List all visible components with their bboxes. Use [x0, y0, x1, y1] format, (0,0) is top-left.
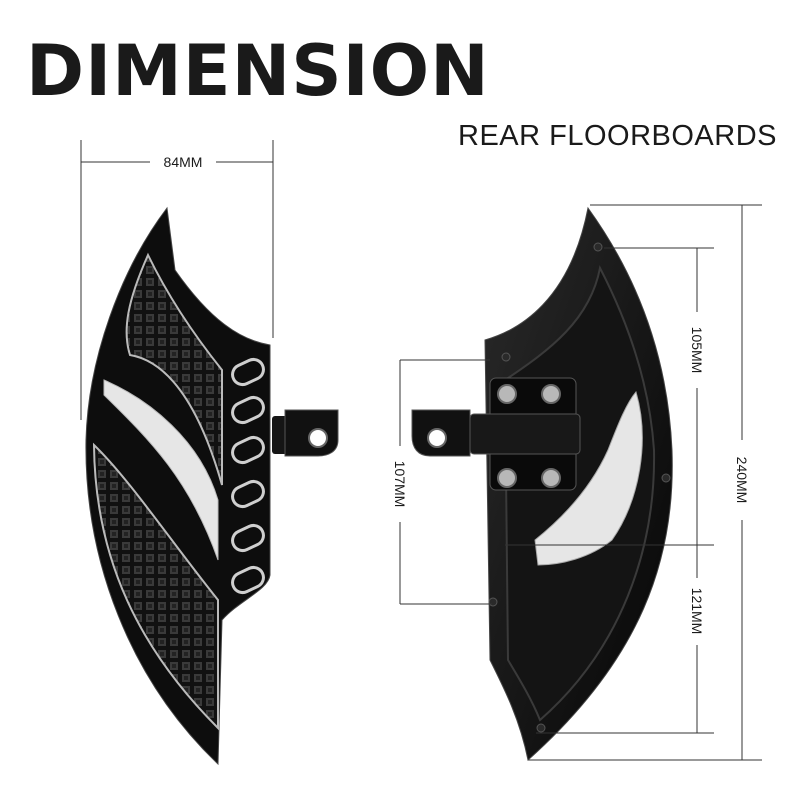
dimension-lines: [80, 140, 762, 761]
upper-height-dimension-label: 105MM: [689, 327, 705, 374]
product-subtitle: REAR FLOORBOARDS: [458, 120, 777, 152]
right-floorboard: [411, 206, 673, 761]
left-light-diffuser: [103, 379, 219, 561]
width-dimension-label: 84MM: [164, 154, 203, 170]
left-upper-grip: [125, 252, 223, 486]
page-title: DIMENSION: [26, 30, 490, 112]
left-mount-bracket: [272, 409, 339, 457]
left-lower-grip: [92, 442, 219, 731]
total-height-dimension-label: 240MM: [734, 457, 750, 504]
bolt-icon: [497, 384, 517, 404]
lower-height-dimension-label: 121MM: [689, 588, 705, 635]
right-mount-block: [411, 377, 581, 491]
bolt-icon: [541, 468, 561, 488]
right-light-diffuser: [534, 390, 643, 566]
right-screws: [488, 242, 671, 733]
bolt-icon: [541, 384, 561, 404]
left-floorboard: [85, 206, 339, 766]
bolt-icon: [497, 468, 517, 488]
mount-height-dimension-label: 107MM: [392, 461, 408, 508]
left-slots: [231, 357, 265, 595]
